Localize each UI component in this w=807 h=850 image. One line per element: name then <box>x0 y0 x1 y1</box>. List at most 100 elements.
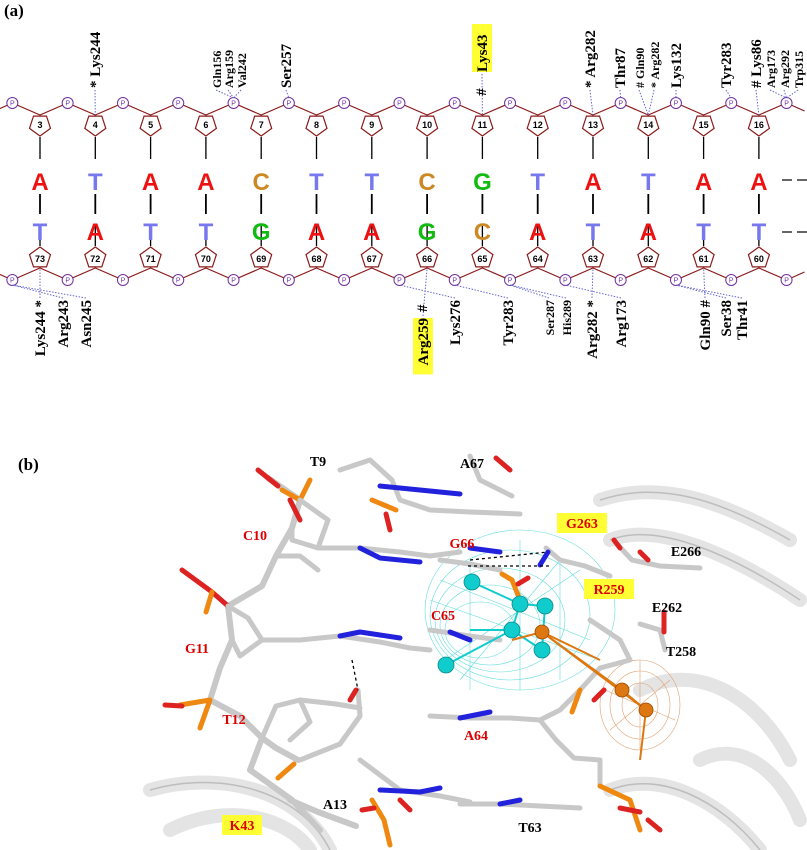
residue-label-text: R259 <box>593 583 624 598</box>
top-contact-text: * Arg282 <box>583 30 599 88</box>
top-phosphate: P <box>338 97 351 109</box>
bottom-nucleotide-number: 68 <box>311 254 321 264</box>
residue-label: R259 <box>584 579 634 599</box>
bottom-contact-label: His289 <box>509 284 574 335</box>
bottom-contact-label: # <box>415 304 431 312</box>
bottom-phosphate: P <box>393 274 406 286</box>
top-base: A <box>197 169 214 196</box>
residue-label: A67 <box>460 457 484 472</box>
top-contact-text: Thr87 <box>613 47 629 88</box>
water-sphere <box>536 597 554 615</box>
top-contact-mark: # <box>474 88 490 96</box>
residue-label-text: K43 <box>230 819 255 834</box>
residue-label-text: A64 <box>464 729 488 744</box>
bottom-phosphate: P <box>282 274 295 286</box>
bottom-sugar: 69 <box>249 246 273 268</box>
top-nucleotide-number: 3 <box>37 120 42 130</box>
bottom-sugar: 72 <box>84 246 107 268</box>
top-nucleotide-number: 7 <box>259 120 264 130</box>
bottom-nucleotide-number: 61 <box>699 254 709 264</box>
top-base: T <box>88 169 103 196</box>
bottom-phosphate: P <box>669 274 682 286</box>
top-nucleotide-number: 9 <box>369 120 374 130</box>
ion-contact-line <box>639 709 647 761</box>
bottom-sugar: 61 <box>692 246 715 268</box>
top-nucleotide-number: 6 <box>203 120 208 130</box>
bottom-sugar: 73 <box>28 246 52 268</box>
top-nucleotide-number: 11 <box>478 120 488 130</box>
bottom-contact-label: Asn245 <box>12 284 95 348</box>
bottom-phosphate: P <box>61 274 74 286</box>
bottom-contact-text: Arg243 <box>56 300 72 348</box>
bottom-contact-label: Arg173 <box>565 284 630 348</box>
top-base: T <box>364 169 379 196</box>
top-contact-label: Arg173 <box>764 50 787 99</box>
phosphate-label: P <box>287 101 292 108</box>
residue-label: E262 <box>652 601 682 616</box>
bottom-contact-label: Tyr283 <box>454 284 517 346</box>
phosphate-label: P <box>674 278 679 285</box>
residue-label-text: G11 <box>185 642 209 657</box>
bottom-contact-text: Arg173 <box>614 300 630 348</box>
top-phosphate: P <box>61 97 74 109</box>
bottom-sugar: 71 <box>139 246 162 268</box>
bottom-contact-text: Tyr283 <box>501 300 517 346</box>
water-sphere <box>533 641 551 659</box>
phosphate-label: P <box>729 101 734 108</box>
bottom-phosphate: P <box>116 274 129 286</box>
top-contact-label: Val242 <box>233 53 249 99</box>
water-sphere <box>437 656 455 674</box>
bottom-base: C <box>474 219 491 246</box>
phosphate-label: P <box>618 278 623 285</box>
residue-label-text: E266 <box>671 545 701 560</box>
bottom-phosphate: P <box>448 274 461 286</box>
bottom-nucleotide-number: 62 <box>643 254 653 264</box>
bottom-base: T <box>143 219 158 246</box>
ion-sphere <box>534 624 550 640</box>
phosphate-label: P <box>397 278 402 285</box>
top-sugar: 3 <box>28 115 52 137</box>
top-contact-text: Ser257 <box>279 43 295 88</box>
phosphate-label: P <box>176 278 181 285</box>
top-base: A <box>695 169 712 196</box>
bottom-sugar: 63 <box>581 246 605 268</box>
top-contact-label: # <box>474 88 490 96</box>
top-sugar: 14 <box>637 115 660 137</box>
phosphate-label: P <box>10 278 15 285</box>
phosphate-label: P <box>231 278 236 285</box>
bottom-base: A <box>640 219 657 246</box>
top-phosphate: P <box>227 97 240 109</box>
top-nucleotide-number: 4 <box>93 120 98 130</box>
water-sphere <box>503 621 521 639</box>
bottom-nucleotide-number: 67 <box>367 254 377 264</box>
bottom-sugar: 65 <box>471 246 494 268</box>
ion-sphere <box>614 682 630 698</box>
residue-label: T9 <box>310 455 326 470</box>
top-contact-label: * Lys244 <box>88 31 104 116</box>
bottom-phosphate: P <box>559 274 572 286</box>
phosphate-label: P <box>618 101 623 108</box>
bottom-base: T <box>199 219 214 246</box>
phosphate-label: P <box>121 278 126 285</box>
top-sugar: 5 <box>139 115 162 137</box>
top-contact-label: Lys132 <box>669 43 685 99</box>
phosphate-label: P <box>176 101 181 108</box>
phosphate-label: P <box>508 101 513 108</box>
bottom-base: A <box>529 219 546 246</box>
bottom-base: G <box>418 219 437 246</box>
top-sugar: 6 <box>194 115 218 137</box>
bottom-contact-text: Arg259 <box>416 318 432 366</box>
top-contact-text: Lys43 <box>475 34 491 72</box>
bottom-contact-text: Asn245 <box>79 300 95 348</box>
phosphate-label: P <box>508 278 513 285</box>
top-sugar: 16 <box>747 115 771 137</box>
top-phosphate: P <box>448 97 461 109</box>
bottom-contact-text: Lys244 * <box>33 300 49 356</box>
top-contact-text: # Gln90 <box>633 48 647 88</box>
top-contact-text: Arg159 <box>222 50 236 88</box>
bottom-base: T <box>33 219 48 246</box>
bottom-base: T <box>586 219 601 246</box>
phosphate-label: P <box>784 278 789 285</box>
